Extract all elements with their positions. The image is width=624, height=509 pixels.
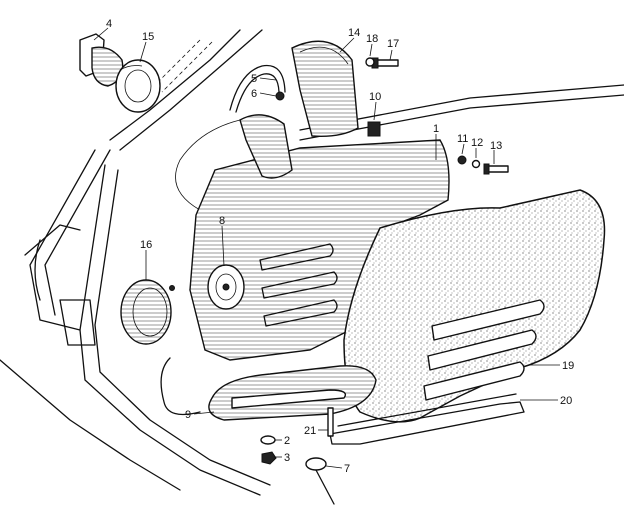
car-body-outline — [0, 29, 624, 496]
callout-2: 2 — [284, 435, 290, 447]
air-duct-part-14 — [291, 40, 359, 138]
callout-3: 3 — [284, 452, 290, 464]
strap-frame-part-20 — [329, 393, 525, 445]
callout-4: 4 — [106, 18, 112, 30]
bolt-part-13 — [483, 163, 509, 175]
nut-part-3 — [261, 451, 277, 465]
hose-clip-part-6 — [275, 91, 285, 101]
callout-5: 5 — [251, 73, 257, 85]
washer-part-12 — [471, 159, 481, 169]
washer-part-18 — [365, 57, 375, 67]
callout-6: 6 — [251, 88, 257, 100]
breather-hose-part-5 — [229, 64, 286, 113]
callout-19: 19 — [562, 360, 574, 372]
callout-7: 7 — [344, 463, 350, 475]
tank-part-1 — [189, 114, 450, 361]
insulation-cover-part-19 — [343, 189, 606, 423]
callout-16: 16 — [140, 239, 152, 251]
callout-21: 21 — [304, 425, 316, 437]
callout-15: 15 — [142, 31, 154, 43]
callout-12: 12 — [471, 137, 483, 149]
leader-lines — [93, 27, 560, 469]
callout-13: 13 — [490, 140, 502, 152]
callout-labels: 4 15 14 18 17 5 6 10 1 11 12 13 8 16 19 … — [106, 18, 574, 475]
callout-20: 20 — [560, 395, 572, 407]
filler-cap-part-15 — [115, 59, 161, 113]
gauge-sender-part-8 — [207, 264, 245, 310]
cover-plate-part-16 — [120, 279, 201, 416]
callout-14: 14 — [348, 27, 360, 39]
callout-1: 1 — [433, 123, 439, 135]
bracket-part-10 — [367, 121, 381, 137]
washer-part-2 — [260, 435, 276, 445]
loop-strap-part-9 — [208, 365, 377, 421]
callout-10: 10 — [369, 91, 381, 103]
drain-grommet-part-7 — [305, 457, 335, 505]
stud-part-21 — [327, 407, 334, 437]
callout-18: 18 — [366, 33, 378, 45]
nut-part-11 — [457, 155, 467, 165]
callout-11: 11 — [457, 133, 468, 145]
bolt-part-17 — [371, 57, 399, 69]
callout-8: 8 — [219, 215, 225, 227]
callout-17: 17 — [387, 38, 399, 50]
callout-9: 9 — [185, 409, 191, 421]
